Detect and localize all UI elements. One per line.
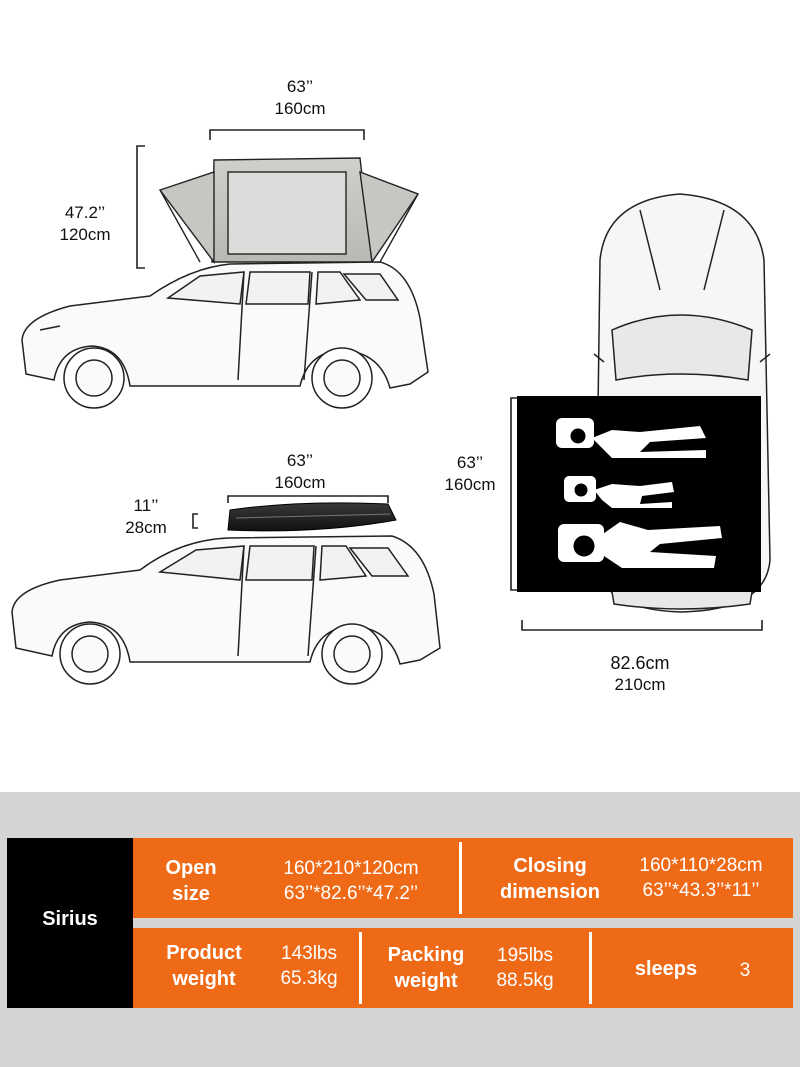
closed-width-label: 63’’ 160cm [250,450,350,494]
sleeps-value: 3 [739,960,751,981]
car-diagram [11,129,771,685]
packing-weight-value: 195lbs 88.5kg [483,943,567,993]
open-height-label: 47.2’’ 120cm [40,202,130,246]
packing-weight-label-line1: Packing [387,944,465,966]
closed-height-in: 11’’ [133,496,159,515]
closed-width-cm: 160cm [274,473,326,492]
closing-label-line1: Closing [513,855,587,877]
open-size-in: 63’’*82.6’’*47.2’’ [283,883,419,904]
spec-row-2: Product weight 143lbs 65.3kg Packing wei… [133,928,793,1008]
open-width-label: 63’’ 160cm [250,76,350,120]
open-size-cm: 160*210*120cm [283,858,419,879]
closed-box-illustration [227,502,397,532]
sleep-length-label: 82.6cm 210cm [590,652,690,696]
open-size-label-line2: size [172,883,210,905]
sleep-width-in: 63’’ [456,453,484,472]
product-weight-lbs: 143lbs [281,943,337,964]
packing-weight-lbs: 195lbs [497,945,553,966]
dim-lines-sleep [510,397,763,631]
model-name: Sirius [42,908,98,930]
closed-height-label: 11’’ 28cm [108,495,184,539]
packing-weight-label: Packing weight [371,942,481,994]
sleeps-label: sleeps [634,958,698,980]
sleep-width-cm: 160cm [444,475,496,494]
spec-row-1: Open size 160*210*120cm 63’’*82.6’’*47.2… [133,838,793,918]
row2-divider-2 [589,932,592,1004]
product-weight-label-line2: weight [172,968,236,990]
product-weight-label: Product weight [149,940,259,992]
product-weight-value: 143lbs 65.3kg [267,941,351,991]
packing-weight-label-line2: weight [394,970,458,992]
closed-car-side [11,535,441,685]
open-height-in: 47.2’’ [64,203,106,222]
open-height-cm: 120cm [59,225,111,244]
product-weight-kg: 65.3kg [280,968,338,989]
open-width-in: 63’’ [286,77,314,96]
dim-lines-closed [192,495,389,529]
open-car-side [21,261,429,409]
open-size-label-line1: Open [165,857,217,879]
open-size-label: Open size [143,855,239,907]
open-tent-illustration [158,157,420,265]
sleep-length-in: 82.6cm [610,653,670,673]
closing-dimension-label: Closing dimension [483,853,617,905]
product-weight-label-line1: Product [166,942,242,964]
closing-in: 63’’*43.3’’*11’’ [642,880,760,901]
sleep-width-label: 63’’ 160cm [432,452,508,496]
closing-label-line2: dimension [499,881,600,903]
closed-height-cm: 28cm [125,518,167,537]
model-cell: Sirius [7,838,133,1008]
closing-cm: 160*110*28cm [639,855,763,876]
open-size-value: 160*210*120cm 63’’*82.6’’*47.2’’ [251,856,451,906]
closed-width-in: 63’’ [286,451,314,470]
dim-lines-open [136,129,365,269]
row2-divider-1 [359,932,362,1004]
open-width-cm: 160cm [274,99,326,118]
sleeping-figures [556,418,722,568]
packing-weight-kg: 88.5kg [496,970,554,991]
row1-divider [459,842,462,914]
closing-dimension-value: 160*110*28cm 63’’*43.3’’*11’’ [621,853,781,903]
sleep-length-cm: 210cm [614,675,666,694]
